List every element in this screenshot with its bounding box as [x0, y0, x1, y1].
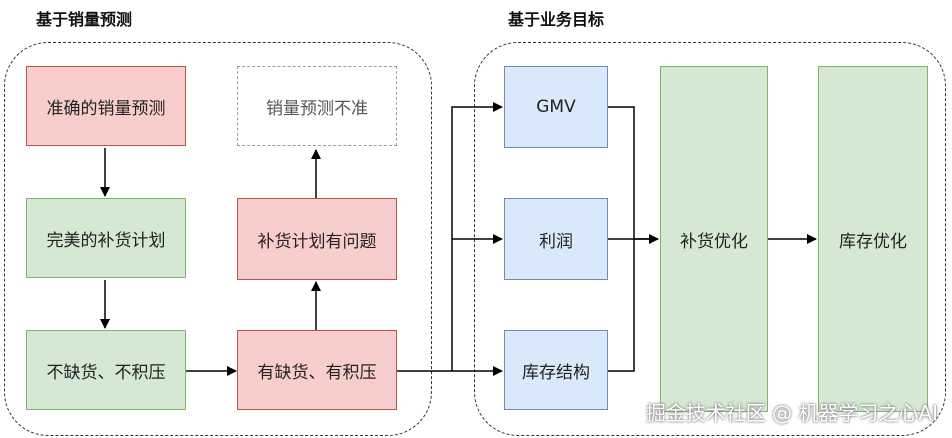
node-inaccurate-forecast: 销量预测不准 — [237, 66, 397, 146]
node-replenishment-optimization: 补货优化 — [660, 66, 768, 412]
right-section-title: 基于业务目标 — [508, 10, 605, 29]
edge-inventory-to-replenishment — [608, 239, 635, 372]
left-section-title: 基于销量预测 — [36, 10, 133, 29]
node-inventory-optimization: 库存优化 — [818, 66, 928, 412]
node-profit: 利润 — [504, 198, 608, 280]
node-no-shortage: 不缺货、不积压 — [26, 330, 186, 410]
node-accurate-forecast: 准确的销量预测 — [26, 66, 186, 146]
sales-forecast-group — [4, 42, 432, 436]
node-gmv: GMV — [504, 66, 608, 148]
node-has-shortage: 有缺货、有积压 — [237, 330, 397, 410]
edge-gmv-to-replenishment — [608, 106, 658, 240]
watermark-text: 掘金技术社区 @ 机器学习之心AI — [645, 401, 938, 425]
node-plan-problem: 补货计划有问题 — [237, 198, 397, 280]
node-perfect-plan: 完美的补货计划 — [26, 198, 186, 278]
node-inventory-structure: 库存结构 — [504, 330, 608, 410]
